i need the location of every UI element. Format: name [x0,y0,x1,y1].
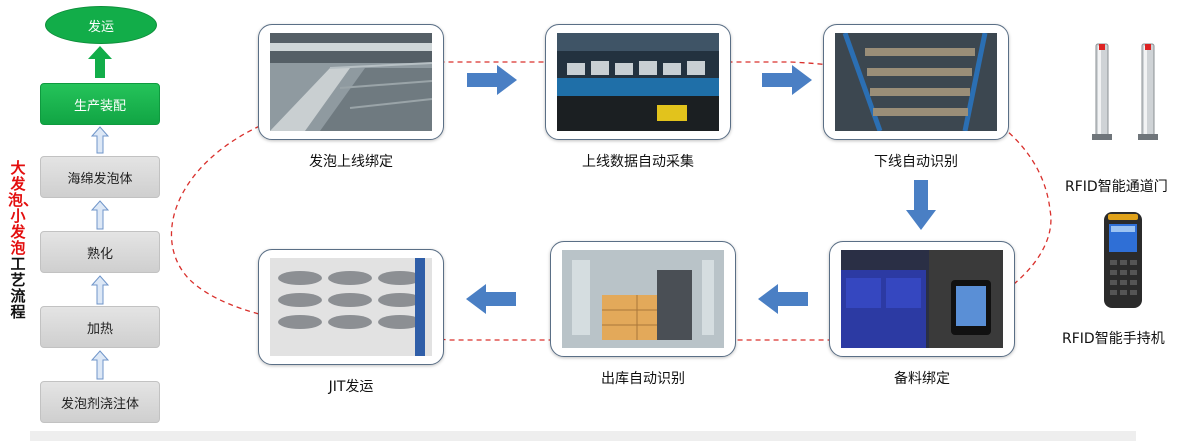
stage-caption: 下线自动识别 [874,154,958,170]
step-foam-pour: 发泡剂浇注体 [40,381,160,423]
right-arrow-icon [467,65,517,95]
up-arrow-icon [91,126,109,154]
stage-caption: 备料绑定 [894,371,950,387]
production-line-photo [557,33,719,131]
stage-card-foam-online [258,24,444,140]
process-vertical-title: 大发泡、小发泡 工艺流程 [8,159,39,321]
seat-rack-photo [270,258,432,356]
stage-card-offline-identify [823,24,1009,140]
stage-caption: 上线数据自动采集 [582,154,694,170]
step-heating: 加热 [40,306,160,348]
stage-caption: 出库自动识别 [601,371,685,387]
rfid-handheld-icon [1104,212,1142,308]
rack-photo [835,33,997,131]
step-curing: 熟化 [40,231,160,273]
ship-oval: 发运 [45,6,157,44]
up-arrow-icon [91,275,109,305]
stage-card-material-bind [829,241,1015,357]
stage-card-data-collect [545,24,731,140]
rfid-gate-icon [1092,43,1158,140]
left-arrow-icon [466,284,516,314]
right-arrow-icon [762,65,812,95]
material-photo [841,250,1003,348]
device-label: RFID智能手持机 [1062,331,1165,347]
up-arrow-icon [91,200,109,230]
forklift-photo [562,250,724,348]
stage-card-outbound-identify [550,241,736,357]
up-arrow-icon [91,350,109,380]
device-label: RFID智能通道门 [1065,179,1168,195]
stage-caption: JIT发运 [328,379,374,395]
up-arrow-green-icon [88,46,112,78]
footer-bar [30,431,1136,441]
left-arrow-icon [758,284,808,314]
stage-caption: 发泡上线绑定 [309,154,393,170]
down-arrow-icon [906,180,936,230]
conveyor-photo [270,33,432,131]
stage-card-jit-ship [258,249,444,365]
step-assembly: 生产装配 [40,83,160,125]
step-foam-body: 海绵发泡体 [40,156,160,198]
